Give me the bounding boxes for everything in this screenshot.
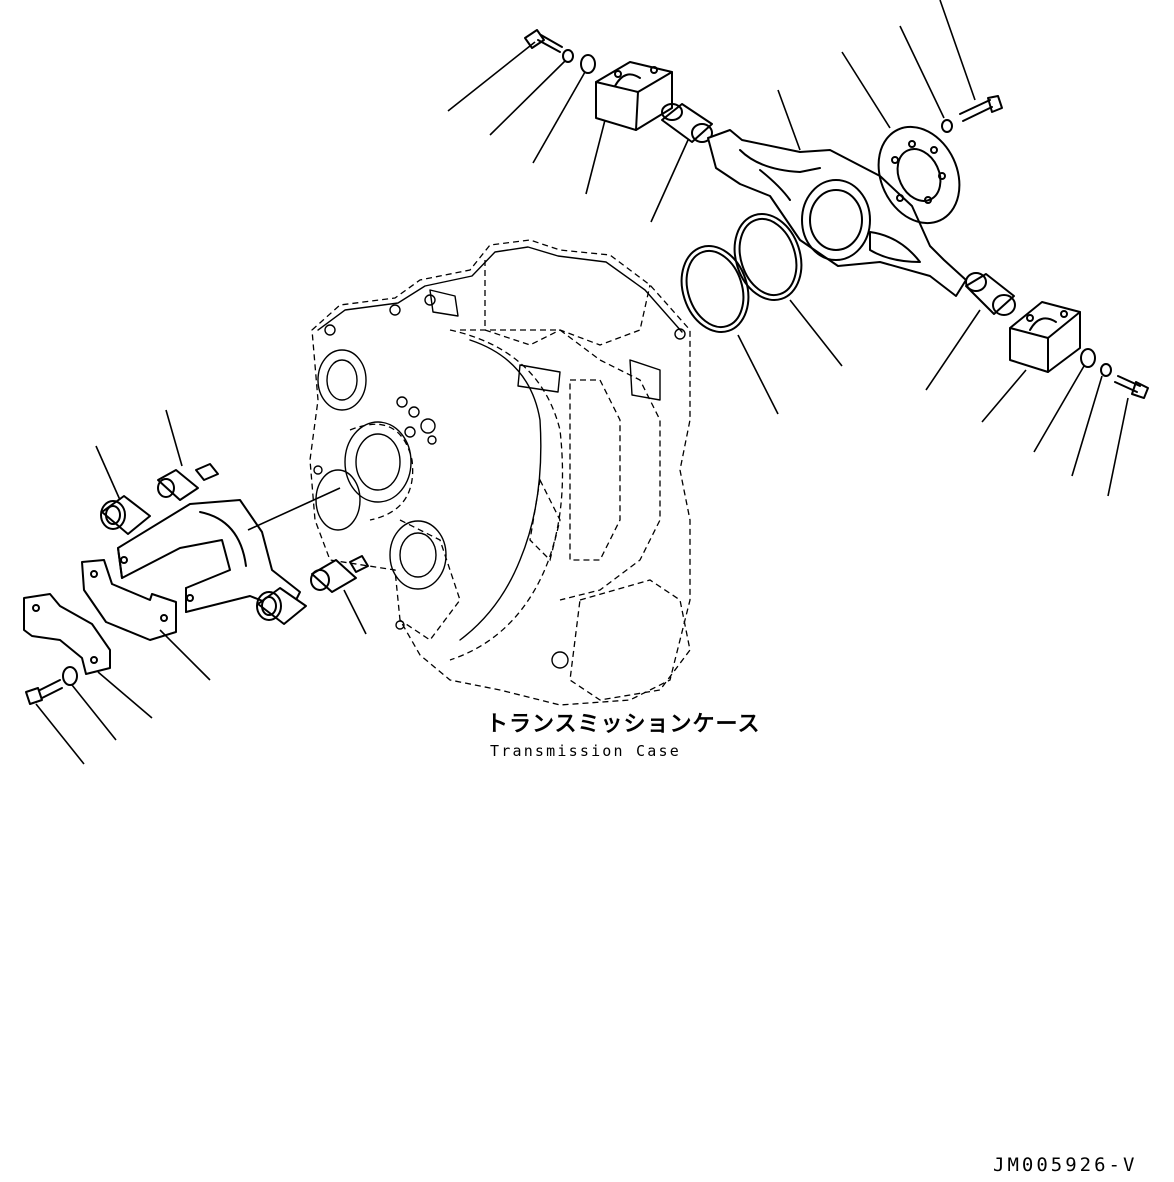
rear-bushing-left	[650, 103, 713, 223]
seal-ring-outer	[680, 245, 779, 415]
front-shim-plate-upper	[81, 559, 211, 681]
rear-cap-block-left	[585, 61, 673, 195]
rear-lock-washer-top	[899, 25, 953, 133]
transmission-case	[309, 239, 691, 706]
pivot-arm	[707, 89, 967, 297]
front-bushing-upper	[95, 445, 151, 535]
rear-bolt-top	[939, 0, 1003, 122]
front-washer	[62, 666, 117, 741]
rear-bolt-right	[1107, 375, 1149, 497]
drawing-id: JM005926-V	[993, 1154, 1138, 1176]
rear-bushing-right	[925, 272, 1016, 391]
front-rubber-mount-lower	[310, 555, 369, 635]
seal-ring-inner	[733, 213, 843, 367]
rear-bolt-left	[447, 29, 563, 112]
front-bolt	[25, 679, 85, 765]
rear-washer-right	[1033, 348, 1096, 453]
rear-lock-washer-right	[1071, 363, 1112, 477]
rear-lock-washer-left	[489, 49, 574, 136]
front-rubber-mount-upper	[157, 409, 219, 501]
transmission-case-label-jp: トランスミッションケース	[486, 712, 761, 737]
front-shim-plate-lower	[23, 593, 153, 719]
thrust-plate	[841, 51, 961, 225]
front-mount-bracket	[117, 487, 341, 613]
rear-cap-block-right	[981, 301, 1081, 423]
rear-washer-left	[532, 54, 596, 164]
front-bushing-lower	[256, 587, 307, 625]
transmission-case-label-en: Transmission Case	[490, 742, 681, 760]
